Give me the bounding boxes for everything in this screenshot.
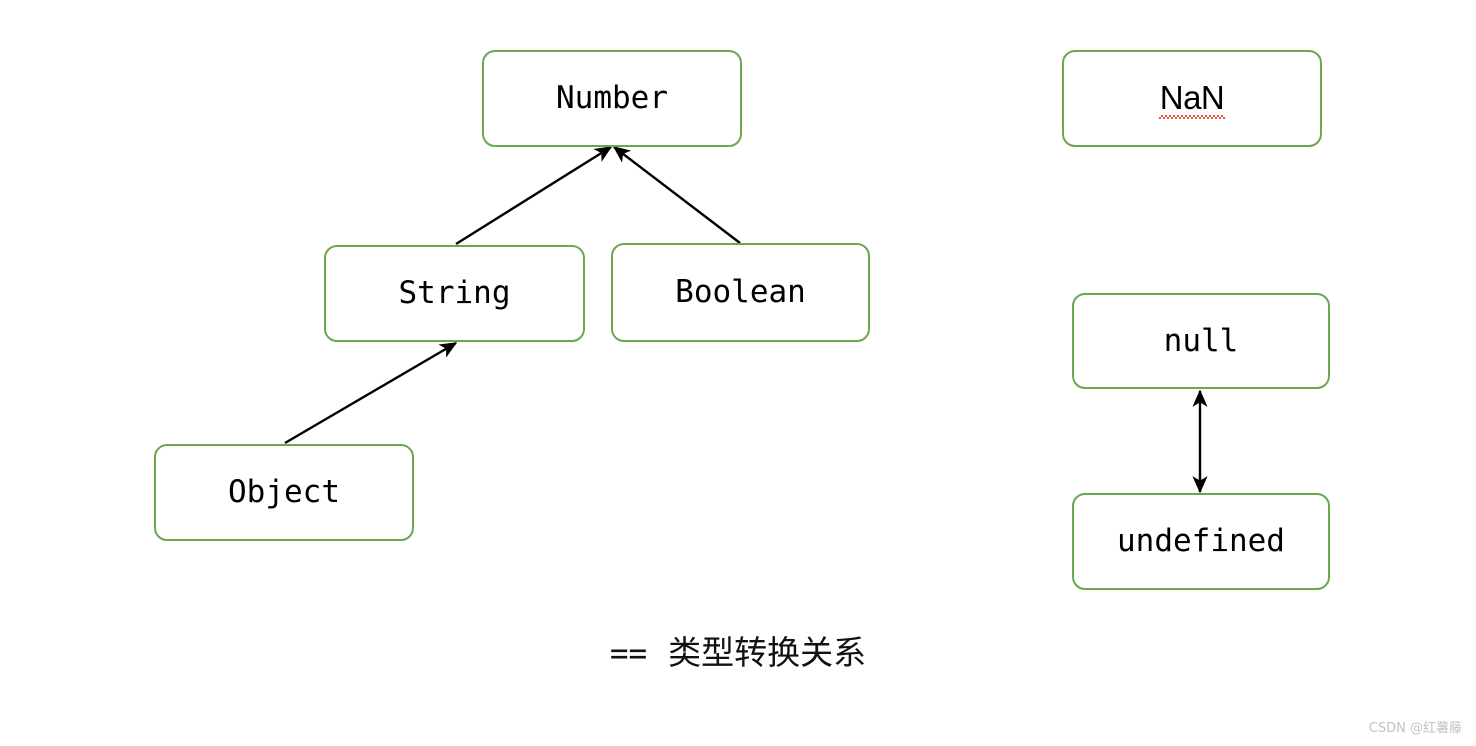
node-undefined[interactable]: undefined xyxy=(1072,493,1330,590)
node-boolean-label: Boolean xyxy=(675,274,806,310)
node-boolean[interactable]: Boolean xyxy=(611,243,870,342)
node-null-label: null xyxy=(1163,322,1239,359)
caption-spacer xyxy=(647,633,668,672)
node-number-label: Number xyxy=(556,80,668,116)
node-object[interactable]: Object xyxy=(154,444,414,541)
node-null[interactable]: null xyxy=(1072,293,1330,389)
node-nan-label: NaN xyxy=(1158,79,1225,119)
csdn-watermark: CSDN @红薯藤 xyxy=(1368,721,1462,736)
node-string-label: String xyxy=(398,275,511,311)
edge-object-to-string xyxy=(284,341,458,445)
node-undefined-label: undefined xyxy=(1117,523,1285,559)
edge-boolean-to-number xyxy=(612,146,741,244)
diagram-caption: == 类型转换关系 xyxy=(0,632,1476,675)
edge-string-to-number xyxy=(455,145,613,246)
node-object-label: Object xyxy=(228,474,340,510)
node-string[interactable]: String xyxy=(324,245,585,342)
node-number[interactable]: Number xyxy=(482,50,742,147)
caption-operator: == xyxy=(609,636,648,672)
node-nan[interactable]: NaN xyxy=(1062,50,1322,147)
caption-text: 类型转换关系 xyxy=(668,633,867,672)
